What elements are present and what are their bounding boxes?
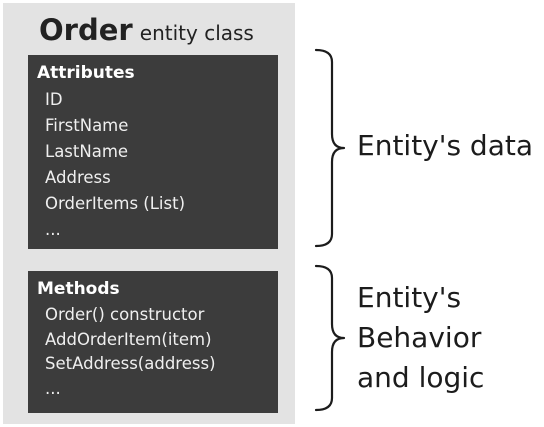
methods-list: Order() constructor AddOrderItem(item) S… xyxy=(45,303,216,401)
attributes-list: ID FirstName LastName Address OrderItems… xyxy=(45,87,185,243)
attribute-item: ... xyxy=(45,220,61,239)
attributes-heading: Attributes xyxy=(37,63,135,83)
right-curly-brace-icon xyxy=(314,48,346,248)
method-item: SetAddress(address) xyxy=(45,354,216,373)
entity-behavior-label: Entity's Behavior and logic xyxy=(357,278,484,398)
attributes-panel: Attributes ID FirstName LastName Address… xyxy=(28,55,278,249)
behavior-label-line: Entity's xyxy=(357,281,462,314)
entity-data-label: Entity's data xyxy=(357,129,533,162)
right-curly-brace-icon xyxy=(314,264,346,412)
method-item: Order() constructor xyxy=(45,305,205,324)
behavior-label-line: Behavior xyxy=(357,321,482,354)
attribute-item: FirstName xyxy=(45,116,129,135)
method-item: AddOrderItem(item) xyxy=(45,329,212,349)
methods-panel: Methods Order() constructor AddOrderItem… xyxy=(28,271,278,413)
entity-class-card: Order entity class Attributes ID FirstNa… xyxy=(3,3,295,424)
entity-title: Order entity class xyxy=(39,13,254,47)
behavior-label-line: and logic xyxy=(357,361,485,394)
entity-kind: entity class xyxy=(139,21,254,45)
attribute-item: Address xyxy=(45,168,111,187)
attribute-item: OrderItems (List) xyxy=(45,194,186,213)
entity-name: Order xyxy=(39,13,133,47)
attribute-item: LastName xyxy=(45,142,129,161)
attribute-item: ID xyxy=(45,90,63,109)
method-item: ... xyxy=(45,378,61,398)
methods-heading: Methods xyxy=(37,279,120,299)
